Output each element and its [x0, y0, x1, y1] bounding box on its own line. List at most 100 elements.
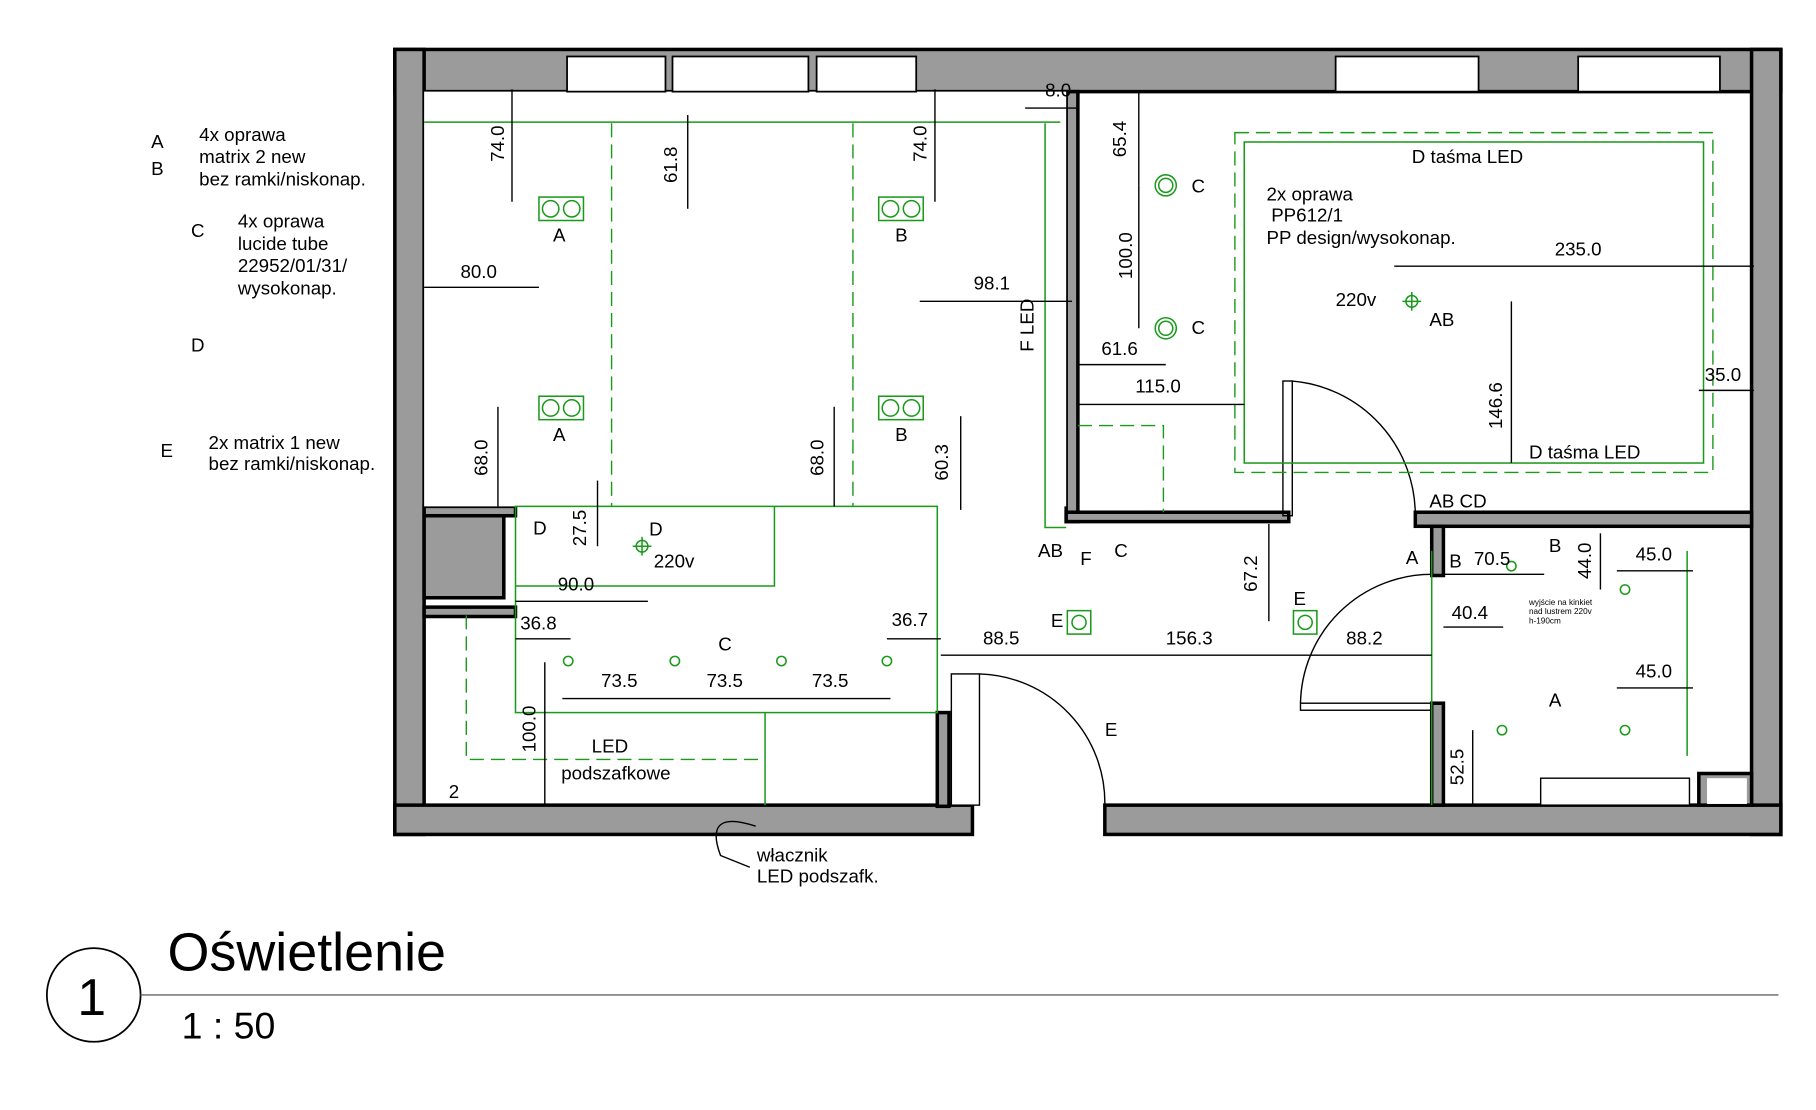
- dimensions-14: 68.0: [807, 439, 828, 475]
- dimensions-28: 73.5: [601, 670, 637, 691]
- matrix-fixture-icon: [538, 395, 585, 421]
- dimensions-30: 73.5: [812, 670, 848, 691]
- dimensions-11: 146.6: [1485, 382, 1506, 429]
- labels-d_led_bottom: D taśma LED: [1529, 441, 1640, 462]
- dimensions-16: 27.5: [569, 510, 590, 546]
- labels-a_switch: A: [1406, 547, 1419, 568]
- legend: A B 4x oprawa matrix 2 new bez ramki/nis…: [151, 124, 375, 474]
- labels-two: 2: [449, 781, 459, 802]
- dimensions-2: 74.0: [910, 125, 931, 161]
- labels-f_led: F LED: [1016, 299, 1037, 352]
- dimensions-21: 45.0: [1636, 543, 1672, 564]
- dimensions-19: 70.5: [1474, 548, 1510, 569]
- labels-e_switch: E: [1105, 719, 1118, 740]
- legend-ab_desc-0: 4x oprawa: [199, 124, 286, 145]
- labels-b_switch: B: [1449, 550, 1462, 571]
- dimensions-20: 44.0: [1574, 543, 1595, 579]
- labels-c2: C: [1192, 317, 1206, 338]
- dimensions-25: 88.5: [983, 628, 1019, 649]
- dimensions-18: 67.2: [1240, 555, 1261, 591]
- labels-led_under-1: podszafkowe: [561, 762, 670, 783]
- dimensions-15: 60.3: [931, 444, 952, 480]
- labels-c_kitchen: C: [718, 633, 732, 654]
- fixtures: [538, 174, 1631, 736]
- dimensions-27: 88.2: [1346, 628, 1382, 649]
- legend-c_desc-1: lucide tube: [238, 233, 329, 254]
- labels-f_switch: F: [1080, 548, 1091, 569]
- legend-c_desc-3: wysokonap.: [237, 277, 337, 298]
- view-number: 1: [77, 968, 106, 1026]
- outlet-crosshair-icon: [1402, 291, 1422, 311]
- dimensions-8: 235.0: [1555, 239, 1602, 260]
- labels-led_under-0: LED: [592, 735, 628, 756]
- legend-c_desc-0: 4x oprawa: [238, 211, 325, 232]
- dimension-lines: [424, 89, 1754, 868]
- drawing-scale: 1 : 50: [182, 1004, 276, 1046]
- labels-v220_kitchen: 220v: [654, 550, 695, 571]
- labels-a1: A: [553, 225, 566, 246]
- dimensions-3: 8.0: [1045, 79, 1071, 100]
- matrix-fixture-icon: [877, 196, 924, 222]
- labels-bedroom_fixture-2: PP design/wysokonap.: [1267, 227, 1456, 248]
- legend-e_letter: E: [161, 440, 174, 461]
- labels-e1: E: [1051, 610, 1064, 631]
- title-block: 1 Oświetlenie 1 : 50: [45, 922, 1779, 1046]
- labels-d_kitchen: D: [649, 519, 663, 540]
- dimensions-7: 98.1: [974, 273, 1010, 294]
- dimensions-1: 61.8: [660, 147, 681, 183]
- legend-e_desc-0: 2x matrix 1 new: [209, 432, 341, 453]
- labels-ab_bedroom: AB: [1429, 309, 1454, 330]
- matrix-fixture-icon: [877, 395, 924, 421]
- dimensions-6: 80.0: [460, 261, 496, 282]
- windows: [566, 55, 1721, 93]
- matrix-fixture-icon: [538, 196, 585, 222]
- legend-e_desc-1: bez ramki/niskonap.: [209, 453, 376, 474]
- dimensions-12: 35.0: [1705, 364, 1741, 385]
- dimensions-29: 73.5: [706, 670, 742, 691]
- dimensions-24: 36.7: [892, 609, 928, 630]
- drawing-title: Oświetlenie: [168, 922, 446, 982]
- legend-c_desc-2: 22952/01/31/: [238, 255, 348, 276]
- labels-abcd_switch: AB CD: [1429, 491, 1486, 512]
- labels-switch_note-0: włacznik: [756, 844, 828, 865]
- plan-labels: A B A B C C D taśma LED D taśma LED 2x o…: [449, 146, 1641, 886]
- labels-c1: C: [1192, 175, 1206, 196]
- dimensions-0: 74.0: [487, 125, 508, 161]
- legend-d_letter: D: [191, 335, 205, 356]
- legend-ab_letters-0: A: [151, 131, 164, 152]
- lighting-lines: [424, 121, 1714, 806]
- dimensions-10: 115.0: [1135, 376, 1181, 397]
- dimensions-32: 100.0: [518, 706, 539, 753]
- dimensions-26: 156.3: [1166, 628, 1213, 649]
- dimensions-31: 45.0: [1636, 660, 1672, 681]
- labels-a_bath: A: [1549, 690, 1562, 711]
- labels-a2: A: [553, 424, 566, 445]
- e-fixture-icon: [1292, 609, 1318, 635]
- dimensions-23: 36.8: [520, 612, 556, 633]
- walls: [393, 47, 1783, 837]
- dimensions-17: 90.0: [558, 574, 594, 595]
- tube-fixture-icon: [1154, 174, 1178, 197]
- labels-d_led_top: D taśma LED: [1412, 146, 1523, 167]
- dimensions-4: 65.4: [1109, 121, 1130, 157]
- outlet-crosshair-icon: [632, 536, 652, 556]
- labels-bath_note-2: h-190cm: [1529, 617, 1561, 626]
- legend-ab_desc-2: bez ramki/niskonap.: [199, 168, 366, 189]
- labels-d_switch: D: [533, 517, 547, 538]
- labels-c_switch: C: [1114, 540, 1128, 561]
- labels-v220_bedroom: 220v: [1336, 289, 1377, 310]
- dimensions-33: 52.5: [1446, 749, 1467, 785]
- legend-ab_desc-1: matrix 2 new: [199, 146, 306, 167]
- legend-ab_letters-1: B: [151, 158, 164, 179]
- dimensions-5: 100.0: [1115, 232, 1136, 279]
- labels-switch_note-1: LED podszafk.: [757, 865, 879, 886]
- labels-e2: E: [1293, 588, 1306, 609]
- tube-fixture-icon: [1154, 316, 1178, 340]
- labels-bath_note-0: wyjście na kinkiet: [1528, 598, 1593, 607]
- doors: [950, 380, 1691, 806]
- labels-ab_switch: AB: [1038, 540, 1063, 561]
- legend-c_letter: C: [191, 220, 205, 241]
- labels-bedroom_fixture-0: 2x oprawa: [1267, 184, 1354, 205]
- labels-b_bath: B: [1549, 535, 1562, 556]
